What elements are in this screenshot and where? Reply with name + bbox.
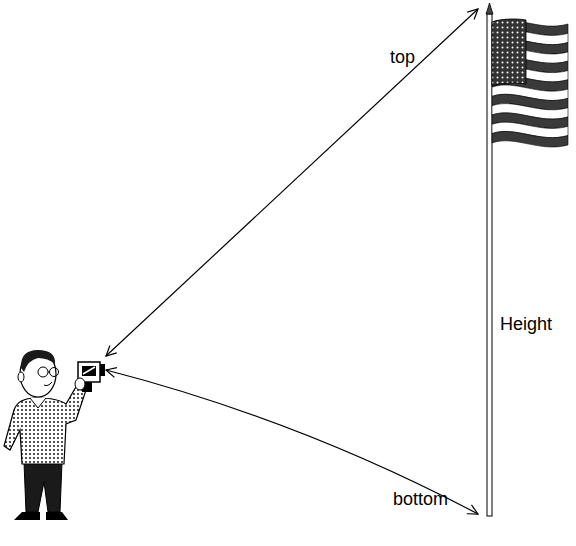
measurement-label: bottom — [393, 490, 448, 508]
flag-canton — [492, 19, 526, 86]
top-range-arrow — [106, 9, 478, 356]
man-figure — [4, 350, 105, 520]
flag-stripe — [492, 131, 568, 147]
measurement-label: top — [390, 48, 415, 66]
bottom-range-arrow — [106, 370, 478, 514]
measurement-label: Height — [500, 315, 552, 333]
flag — [492, 19, 568, 147]
